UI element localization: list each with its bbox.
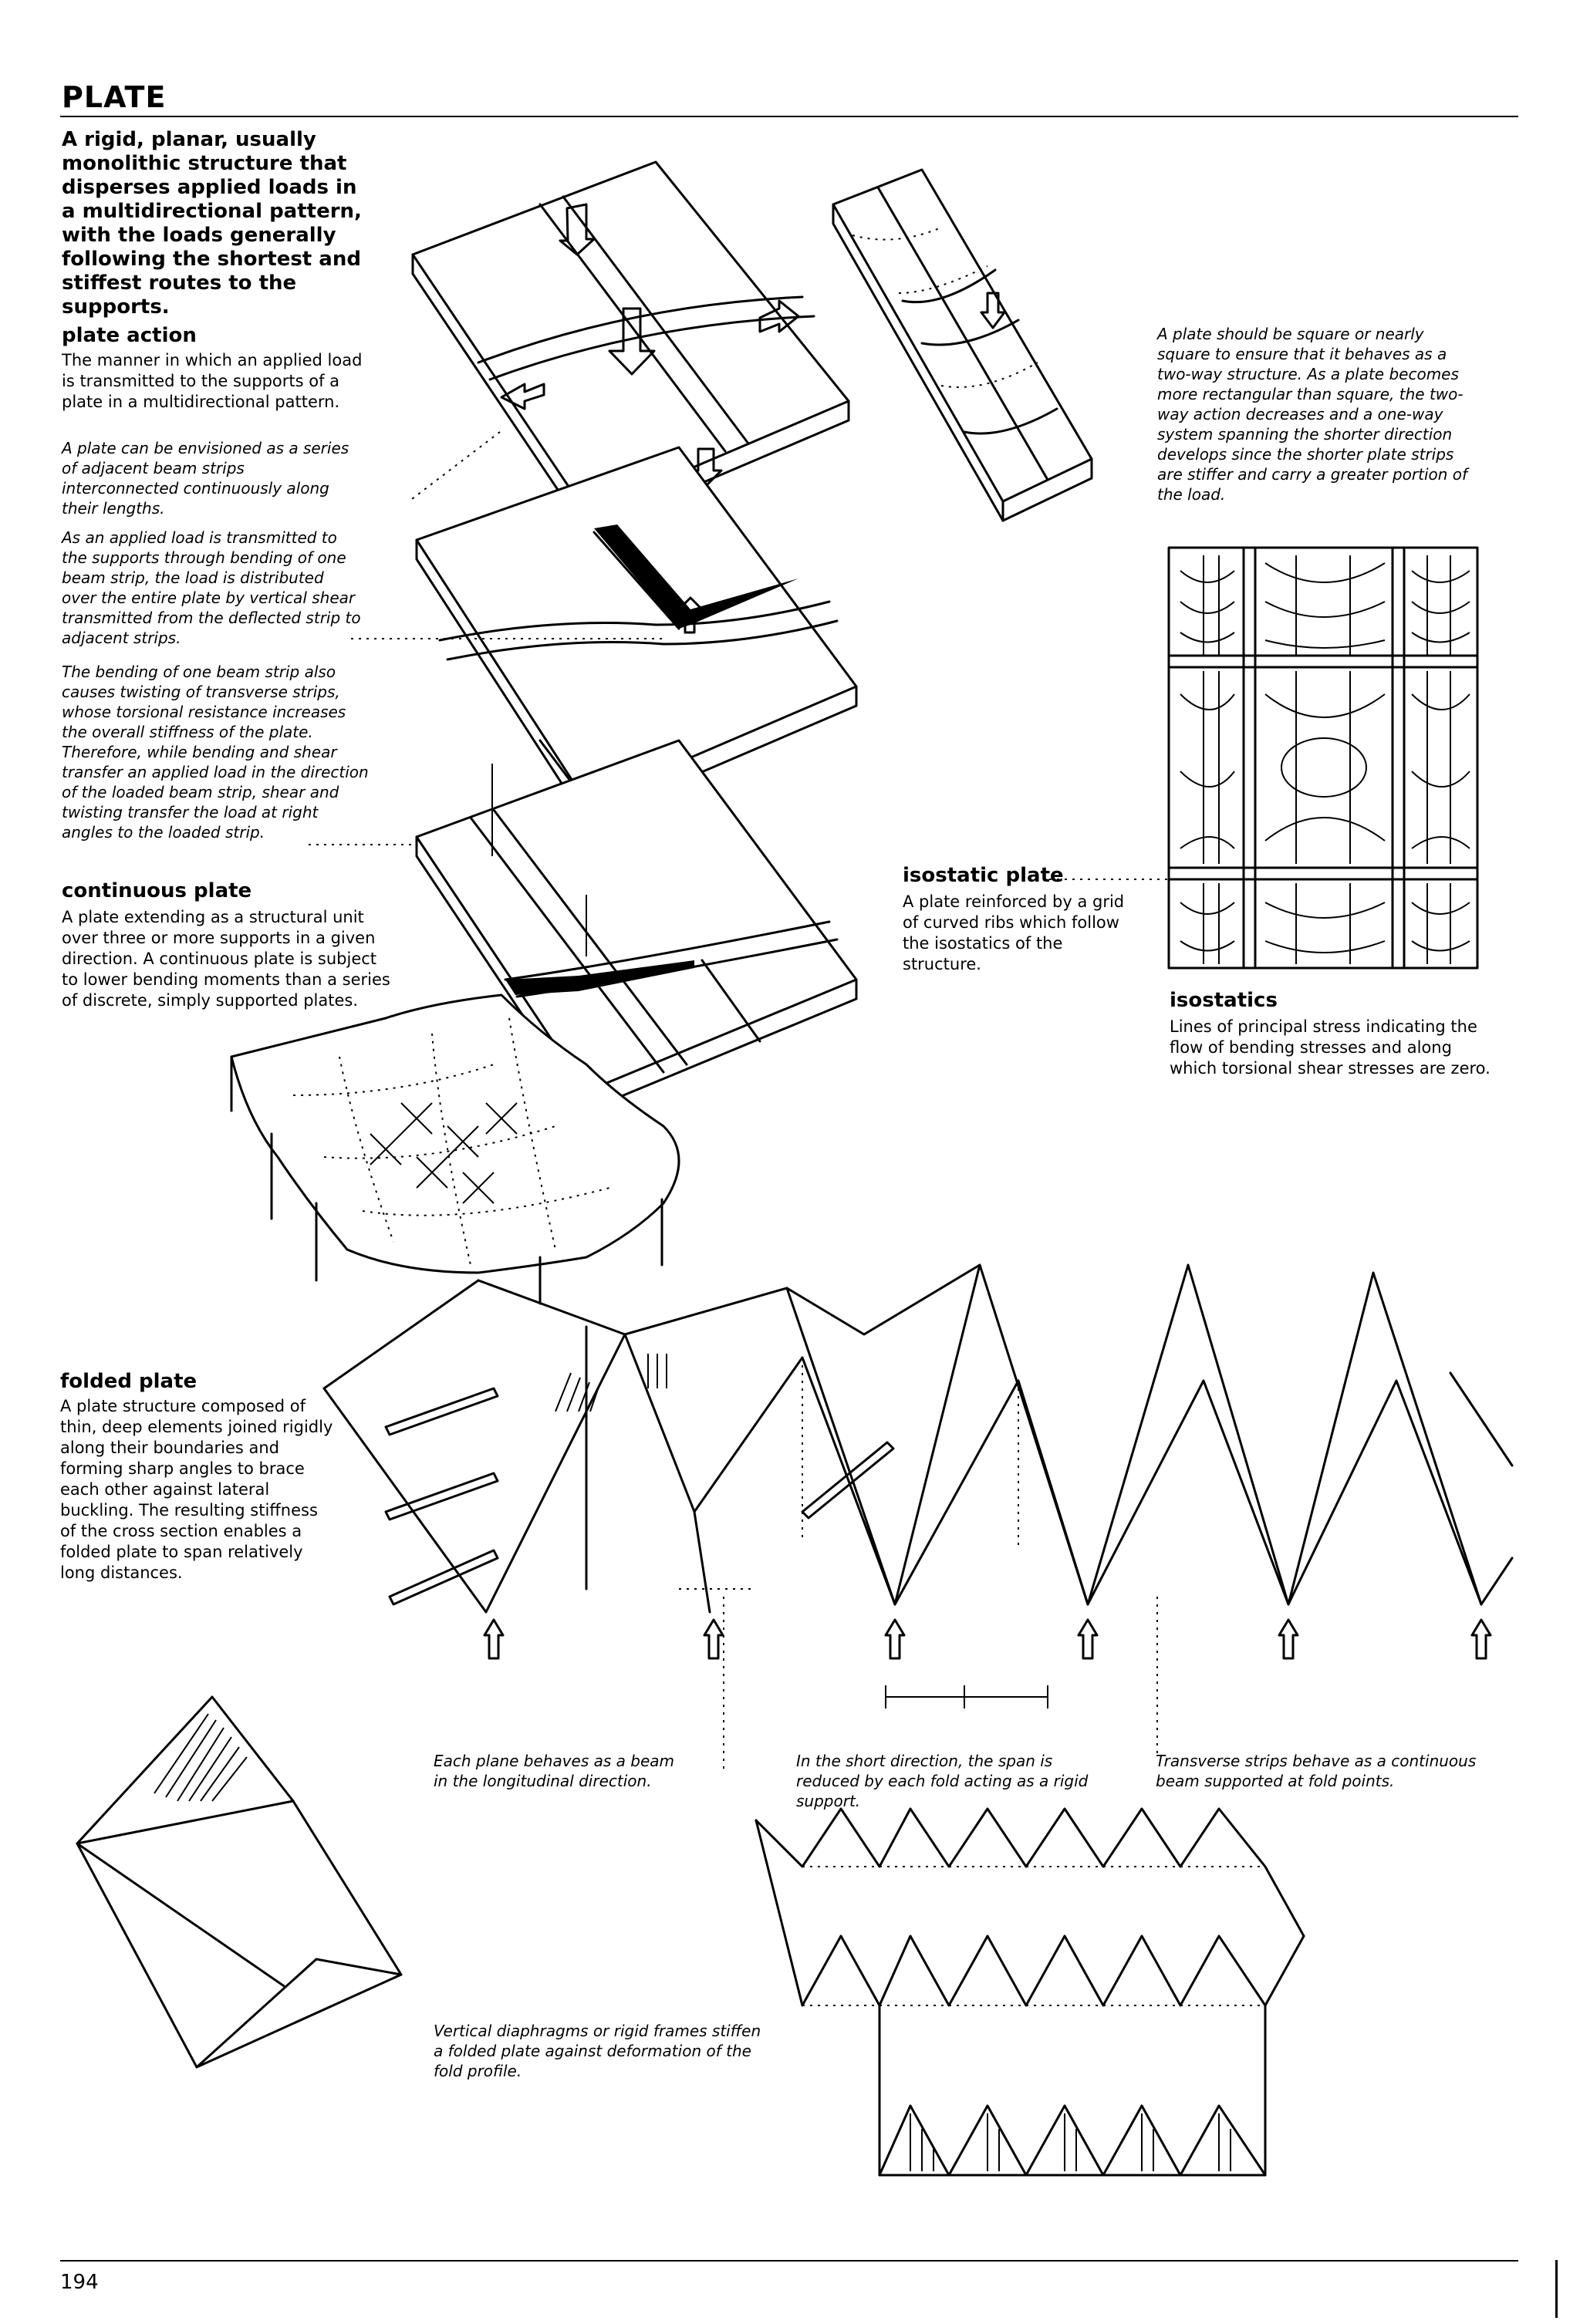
folded-plate-drawing: [324, 1265, 1512, 1774]
folded-plate-diaphragm-drawing: [756, 1809, 1304, 2175]
isostatic-plate-drawing: [1049, 548, 1477, 968]
rect-plate-drawing: [833, 170, 1092, 521]
diaphragm-section-drawing: [77, 1697, 401, 2067]
plate-middle-drawing: [351, 447, 856, 821]
